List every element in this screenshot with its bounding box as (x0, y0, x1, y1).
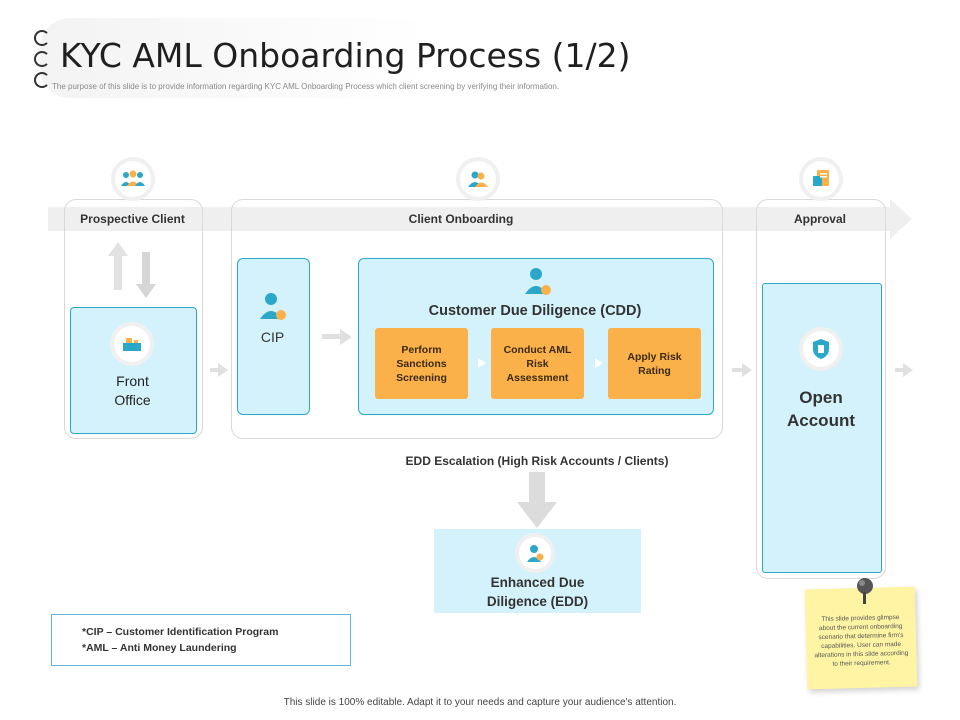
binder-ring-icon (34, 30, 50, 46)
flow-arrow-1 (218, 363, 228, 377)
open-account-label: Open Account (762, 386, 880, 432)
cdd-step-1: Perform Sanctions Screening (375, 328, 468, 399)
legend-item-aml: *AML – Anti Money Laundering (82, 642, 237, 654)
cdd-step-3-line1: Apply Risk (627, 350, 682, 363)
approval-panel (756, 199, 886, 579)
pushpin-icon (857, 578, 873, 604)
cdd-step-arrow-2 (595, 358, 603, 368)
legend-item-cip: *CIP – Customer Identification Program (82, 626, 279, 638)
cdd-step-3: Apply Risk Rating (608, 328, 701, 399)
edd-line2: Diligence (EDD) (486, 594, 589, 609)
cip-label: CIP (260, 329, 285, 345)
down-arrow-icon (517, 472, 557, 528)
stage-label-onboarding: Client Onboarding (408, 212, 514, 226)
cdd-step-2-line3: Assessment (506, 371, 569, 384)
cip-box (237, 258, 310, 415)
page-subtitle: The purpose of this slide is to provide … (52, 82, 560, 91)
stage-band (48, 207, 890, 231)
open-account-box (762, 283, 882, 573)
edd-line1: Enhanced Due (490, 575, 585, 590)
cdd-step-1-line3: Screening (396, 371, 447, 384)
binder-ring-icon (34, 72, 50, 88)
front-office-label: Front Office (70, 372, 195, 410)
flow-arrow-3 (742, 363, 752, 377)
edd-label: Enhanced Due Diligence (EDD) (434, 573, 641, 611)
approval-document-icon (803, 161, 839, 197)
open-account-line1: Open (799, 388, 843, 407)
front-office-desk-icon (114, 326, 150, 362)
cdd-step-arrow-1 (478, 358, 486, 368)
stage-label-prospective: Prospective Client (80, 212, 185, 226)
flow-arrow-2-shaft (322, 334, 340, 339)
flow-arrow-2 (340, 329, 352, 345)
bidirectional-arrows-icon (108, 242, 156, 298)
page-title: KYC AML Onboarding Process (1/2) (60, 36, 631, 75)
footer-note: This slide is 100% editable. Adapt it to… (283, 697, 677, 708)
binder-ring-icon (34, 51, 50, 67)
cdd-step-2-line1: Conduct AML (503, 343, 572, 356)
title-band (40, 18, 430, 98)
cdd-step-2: Conduct AML Risk Assessment (491, 328, 584, 399)
stage-band-arrowhead (890, 199, 912, 239)
abbreviation-legend: *CIP – Customer Identification Program *… (51, 614, 351, 666)
two-users-icon (460, 161, 496, 197)
open-account-line2: Account (787, 411, 855, 430)
flow-arrow-3-shaft (732, 368, 742, 372)
cdd-title: Customer Due Diligence (CDD) (428, 303, 642, 319)
edd-escalation-label: EDD Escalation (High Risk Accounts / Cli… (405, 454, 669, 468)
front-office-line1: Front (116, 373, 149, 389)
cdd-step-1-line2: Sanctions (396, 357, 447, 370)
cdd-step-1-line1: Perform (401, 343, 442, 356)
group-users-icon (115, 161, 151, 197)
cdd-step-2-line2: Risk (526, 357, 549, 370)
flow-arrow-4 (903, 363, 913, 377)
front-office-line2: Office (114, 392, 151, 408)
cdd-step-3-line2: Rating (638, 364, 671, 377)
shield-document-icon (803, 331, 839, 367)
flow-arrow-4-shaft (895, 368, 903, 372)
user-coin-icon (260, 293, 286, 320)
cdd-user-coin-icon (525, 268, 551, 295)
stage-label-approval: Approval (793, 212, 846, 226)
prospective-client-panel (64, 199, 203, 439)
flow-arrow-1-shaft (210, 368, 220, 372)
client-onboarding-panel (231, 199, 723, 439)
edd-user-icon (519, 537, 551, 569)
